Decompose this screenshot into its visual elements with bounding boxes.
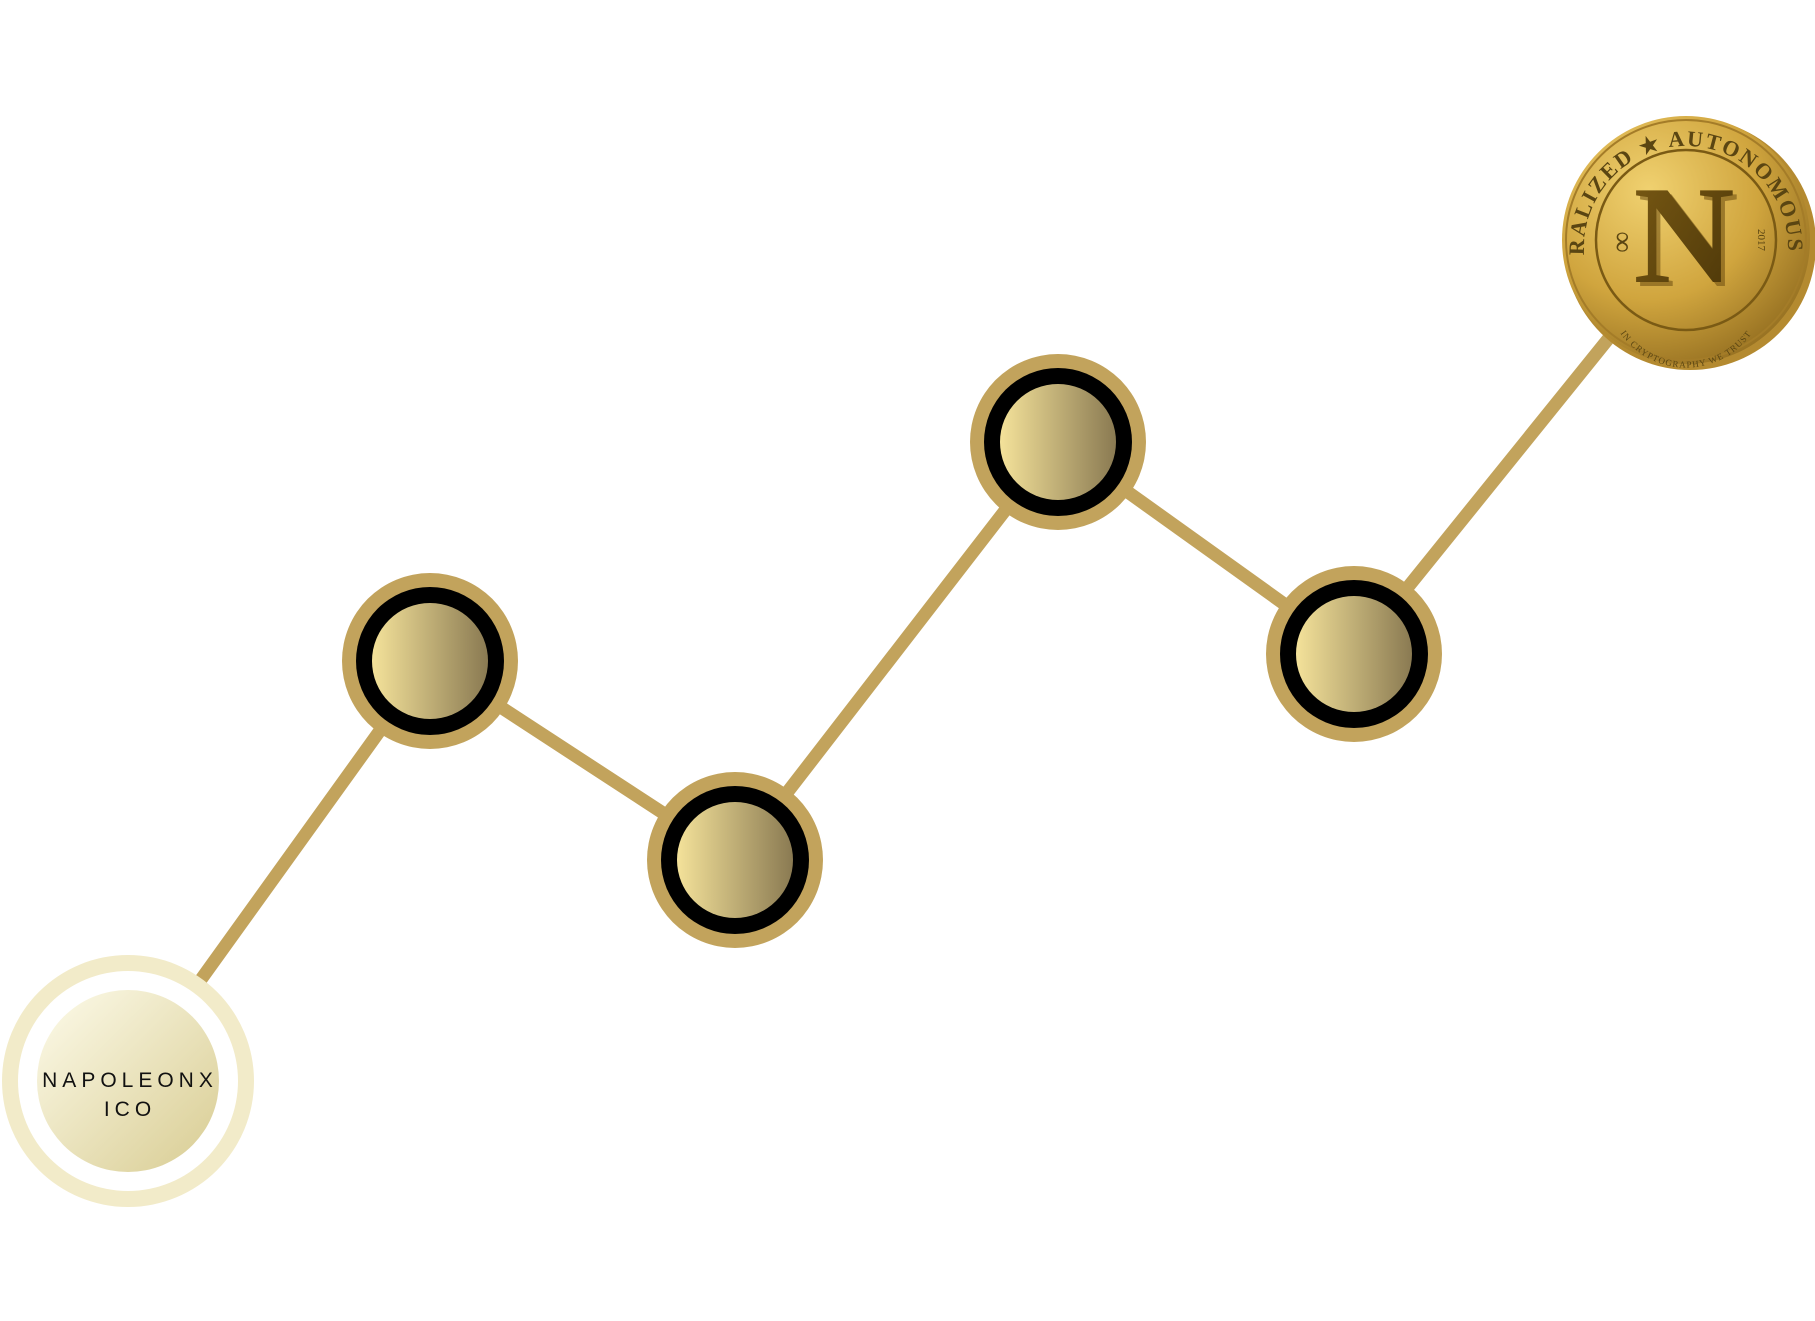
milestone-4 — [1266, 566, 1442, 742]
milestone-2 — [647, 772, 823, 948]
milestone-1 — [342, 573, 518, 749]
milestone-fill — [1000, 384, 1116, 500]
coin-outer-rim — [1565, 119, 1807, 361]
coin-body — [1562, 116, 1810, 364]
milestone-3 — [970, 354, 1146, 530]
napoleonx-coin-logo: DECENTRALIZED ★ AUTONOMOUS ★ FUND IN CRY… — [0, 0, 1815, 370]
start-node: NAPOLEONX ICO — [2, 955, 254, 1207]
path-segment — [728, 435, 1065, 867]
coin-year: 2017 — [1755, 229, 1767, 252]
coin-ring-top-text: DECENTRALIZED ★ AUTONOMOUS ★ FUND — [0, 0, 1808, 255]
coin-monogram-shadow: N — [1637, 162, 1738, 317]
start-node-fill — [37, 990, 219, 1172]
coin-monogram: N — [1633, 158, 1734, 313]
coin-inner-rim — [1594, 148, 1778, 332]
milestone-fill — [372, 603, 488, 719]
coin-infinity-icon: ∞ — [1605, 231, 1638, 252]
milestone-fill — [1296, 596, 1412, 712]
milestone-fill — [677, 802, 793, 918]
start-node-subtitle: ICO — [104, 1098, 156, 1121]
start-node-title: NAPOLEONX — [42, 1069, 218, 1092]
